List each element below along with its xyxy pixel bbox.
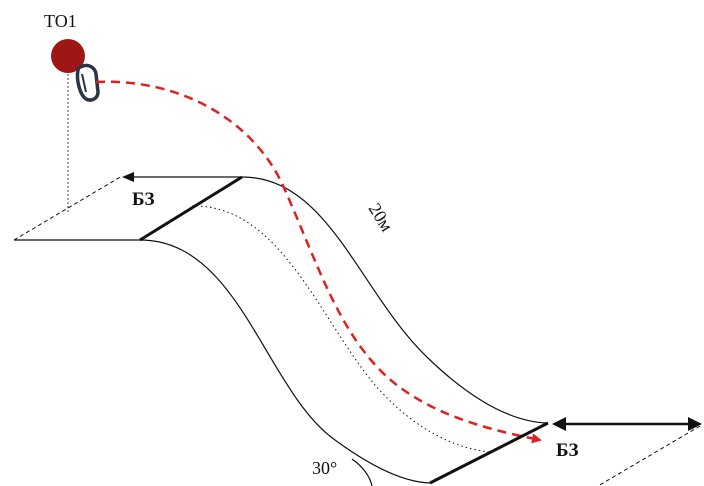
lower-safety-zone-label: БЗ <box>556 440 579 461</box>
lower-safety-zone-line <box>429 421 549 485</box>
upper-safety-zone-line <box>139 175 243 242</box>
upper-safety-zone-label: БЗ <box>132 189 155 210</box>
length-label: 20м <box>365 200 398 236</box>
lower-arrow-head-right <box>688 417 702 431</box>
slope-center-dotted <box>191 205 491 453</box>
anchor-point <box>51 39 85 73</box>
upper-arrow-head <box>122 172 134 182</box>
angle-label: 30° <box>312 458 337 478</box>
descent-path-dashed <box>95 80 542 444</box>
lower-platform-dashed-edge <box>597 425 701 486</box>
anchor-label: ТО1 <box>44 11 77 31</box>
slope-front-edge <box>139 239 431 484</box>
slope-back-edge <box>241 176 549 424</box>
lower-arrow-head-left <box>552 417 566 431</box>
carabiner-icon <box>75 63 100 102</box>
angle-arc <box>351 458 373 486</box>
